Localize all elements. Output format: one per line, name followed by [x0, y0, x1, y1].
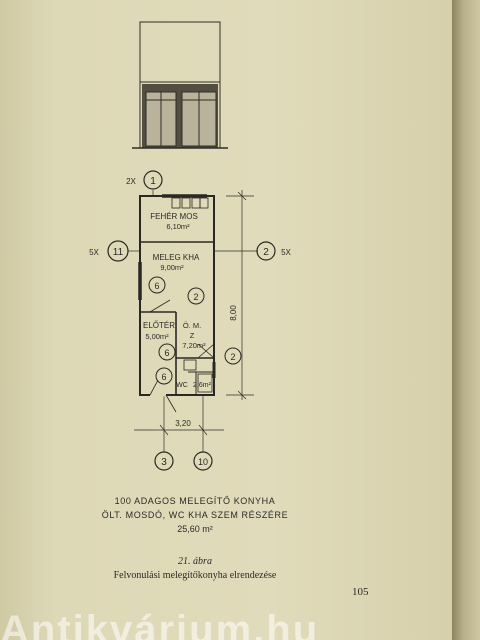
marker-6-middle: 6: [158, 343, 176, 361]
svg-text:6: 6: [154, 281, 159, 291]
axis-circle-left: 11 5X: [89, 240, 129, 262]
height-dimension: 8,00: [229, 305, 238, 321]
caption-area: 25,60 m²: [177, 524, 213, 534]
figure-title: Felvonulási melegítőkonyha elrendezése: [113, 570, 277, 581]
book-page: [0, 0, 452, 640]
room-eloter-area: 5,00m²: [145, 332, 169, 341]
marker-6-lower: 6: [155, 367, 173, 385]
axis-circle-bottom-left: 3: [154, 451, 174, 471]
marker-6-upper: 6: [148, 276, 166, 294]
axis-top-multiplier: 2X: [126, 177, 136, 186]
axis-right-label: 2: [263, 247, 269, 258]
marker-2-right: 2: [224, 347, 242, 365]
axis-bottom-right-label: 10: [198, 457, 208, 467]
axis-circle-right: 2 5X: [256, 241, 292, 261]
axis-circle-top: 1 2X: [126, 170, 163, 190]
room-om-area: 7,20m²: [182, 341, 206, 350]
watermark: Antikvárium.hu: [0, 608, 320, 640]
caption-line-2: ÖLT. MOSDÓ, WC KHA SZEM RÉSZÉRE: [101, 510, 289, 520]
room-feher-mos-name: FEHÉR MOS: [150, 212, 198, 221]
page-number: 105: [352, 586, 369, 598]
room-eloter-name: ELŐTÉR: [143, 321, 175, 330]
axis-left-multiplier: 5X: [89, 248, 99, 257]
svg-text:2: 2: [193, 292, 198, 302]
book-gutter: [452, 0, 480, 640]
axis-right-multiplier: 5X: [281, 248, 291, 257]
room-meleg-kha-area: 9,00m²: [160, 263, 184, 272]
room-om-sub: Z: [190, 331, 195, 340]
axis-top-label: 1: [150, 176, 156, 187]
room-om-name: Ö. M.: [183, 321, 201, 330]
fixtures: [171, 197, 213, 393]
room-feher-mos-area: 6,10m²: [166, 222, 190, 231]
axis-bottom-left-label: 3: [161, 457, 167, 468]
grid-lines: [128, 190, 258, 452]
figure-number: 21. ábra: [178, 556, 212, 567]
svg-text:6: 6: [164, 348, 169, 358]
room-wc-area: 2,6m²: [193, 382, 212, 389]
svg-text:6: 6: [161, 372, 166, 382]
axis-circle-bottom-right: 10: [193, 451, 213, 471]
room-wc-name: WC: [176, 382, 188, 389]
elevation-view: [132, 21, 228, 149]
marker-2-upper: 2: [187, 287, 205, 305]
width-dimension: 3,20: [175, 419, 191, 428]
svg-text:2: 2: [230, 352, 235, 362]
caption-line-1: 100 ADAGOS MELEGÍTŐ KONYHA: [114, 496, 276, 506]
plan-walls: [138, 194, 216, 413]
axis-left-label: 11: [113, 247, 124, 258]
room-meleg-kha-name: MELEG KHA: [153, 253, 200, 262]
